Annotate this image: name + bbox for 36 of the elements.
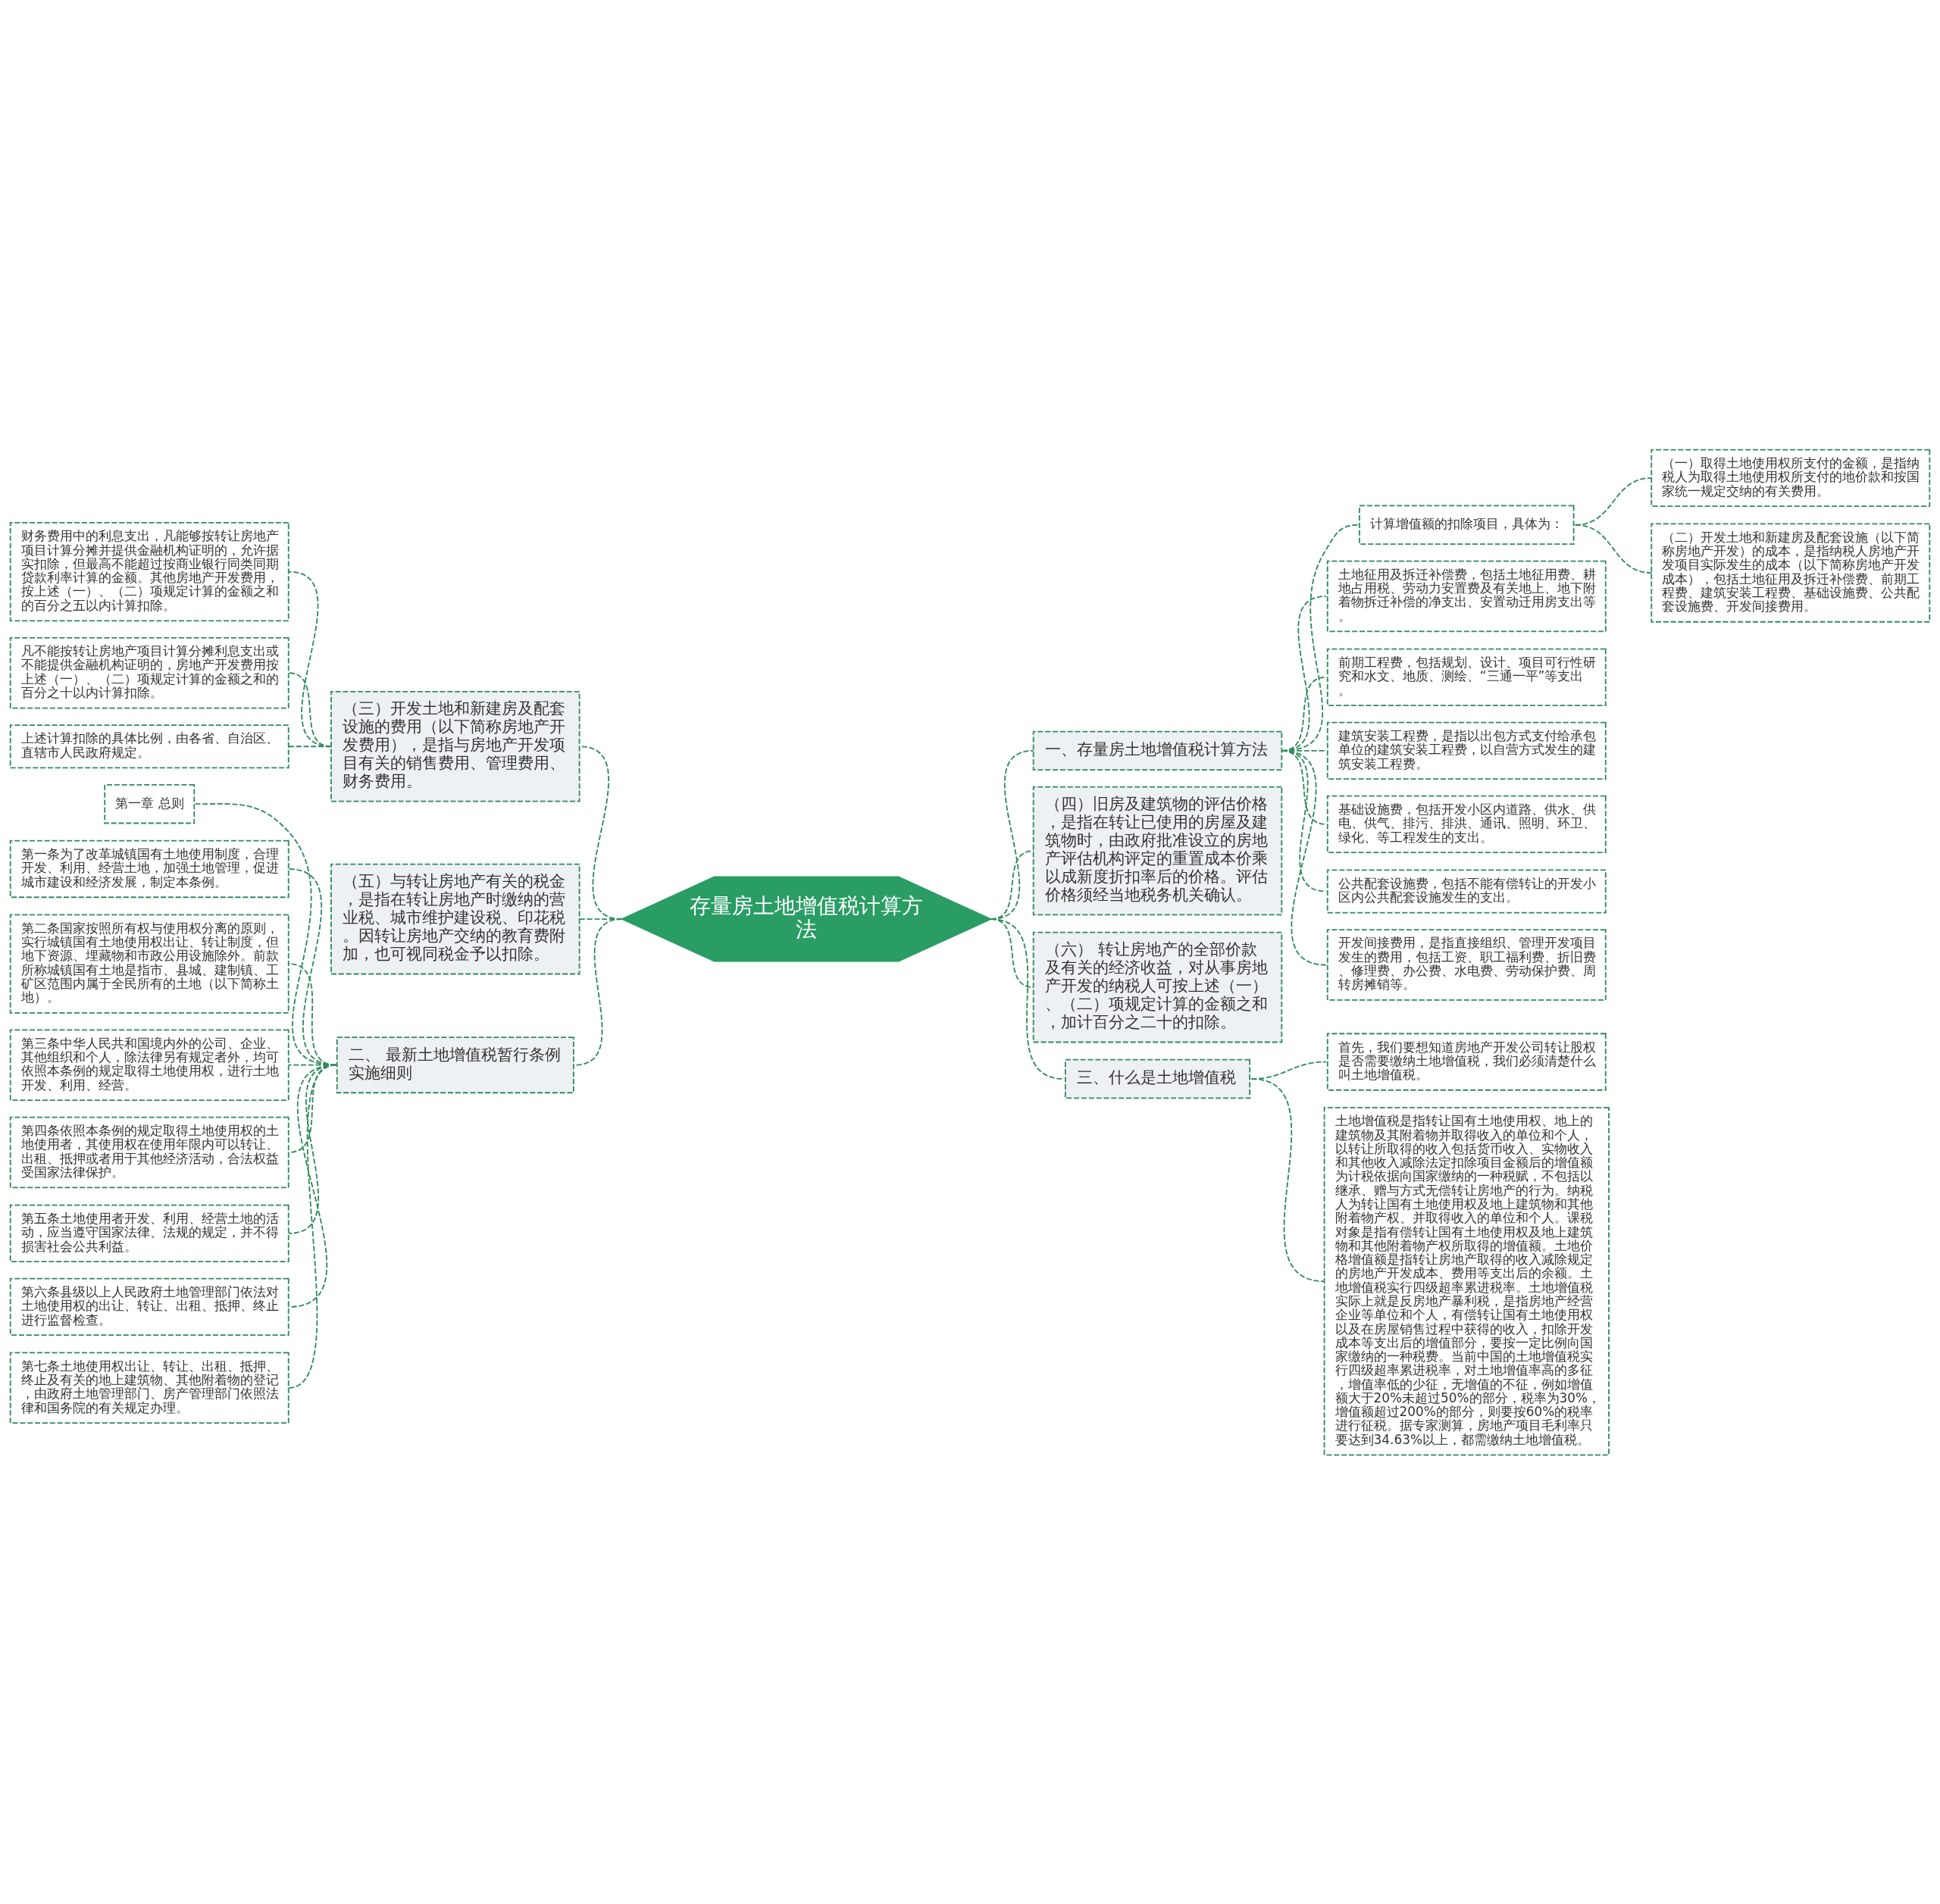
connector — [287, 745, 332, 747]
node-box: 一、存量房土地增值税计算方法 — [1032, 730, 1283, 771]
node-box: 首先，我们要想知道房地产开发公司转让股权是否需要缴纳土地增值税，我们必须清楚什么叫土地增值税。 — [1326, 1032, 1607, 1091]
node-box: 开发间接费用，是指直接组织、管理开发项目发生的费用，包括工资、职工福利费、折旧费、修理费、办公费、水电费、劳动保护费、周转房摊销等。 — [1326, 928, 1607, 1001]
node-box: （一）取得土地使用权所支付的金额，是指纳税人为取得土地使用权所支付的地价款和按国家统一规定交纳的有关费用。 — [1651, 449, 1931, 507]
node-box: （二）开发土地和新建房及配套设施（以下简称房地产开发）的成本，是指纳税人房地产开发项目实际发生的成本（以下简称房地产开发成本），包括土地征用及拆迁补偿费、前期工程费、建筑安装工程费、基础设施费、公共配套设施费、开发间接费用。 — [1651, 522, 1931, 623]
node-box: 基础设施费，包括开发小区内道路、供水、供电、供气、排污、排洪、通讯、照明、环卫、绿化、等工程发生的支出。 — [1326, 795, 1607, 853]
node-box: 三、什么是土地增值税 — [1064, 1058, 1251, 1099]
connector — [1574, 524, 1653, 574]
node-box: 第六条县级以上人民政府土地管理部门依法对土地使用权的出让、转让、出租、抵押、终止进行监督检查。 — [9, 1277, 289, 1336]
connector — [287, 671, 332, 747]
node-box: 凡不能按转让房地产项目计算分摊利息支出或不能提供金融机构证明的，房地产开发费用按上述（一）、（二）项规定计算的金额之和的百分之十以内计算扣除。 — [9, 636, 289, 709]
node-box: 计算增值额的扣除项目，具体为： — [1359, 505, 1575, 545]
node-box: 第四条依照本条例的规定取得土地使用权的土地使用者，其使用权在使用年限内可以转让、出租、抵押或者用于其他经济活动，合法权益受国家法律保护。 — [9, 1116, 289, 1188]
node-box: 第二条国家按照所有权与使用权分离的原则，实行城镇国有土地使用权出让、转让制度，但地下资源、埋藏物和市政公用设施除外。前款所称城镇国有土地是指市、县城、建制镇、工矿区范围内属于全民所有的土地（以下简称土地）。 — [9, 914, 289, 1014]
node-box: 建筑安装工程费，是指以出包方式支付给承包单位的建筑安装工程费，以自营方式发生的建筑安装工程费。 — [1326, 721, 1607, 780]
node-box: 第一条为了改革城镇国有土地使用制度，合理开发、利用、经营土地，加强土地管理，促进城市建设和经济发展，制定本条例。 — [9, 839, 289, 898]
node-box: 第五条土地使用者开发、利用、经营土地的活动，应当遵守国家法律、法规的规定，并不得损害社会公共利益。 — [9, 1204, 289, 1262]
connector — [1281, 749, 1327, 965]
node-box: （四）旧房及建筑物的评估价格，是指在转让已使用的房屋及建筑物时，由政府批准设立的房地产评估机构评定的重置成本价乘以成新度折扣率后的价格。评估价格须经当地税务机关确认。 — [1032, 786, 1283, 915]
node-box: 财务费用中的利息支出，凡能够按转让房地产项目计算分摊并提供金融机构证明的，允许据实扣除，但最高不能超过按商业银行同类同期贷款利率计算的金额。其他房地产开发费用，按上述（一）、（二）项规定计算的金额之和的百分之五以内计算扣除。 — [9, 521, 289, 621]
node-box: 第三条中华人民共和国境内外的公司、企业、其他组织和个人，除法律另有规定者外，均可依照本条例的规定取得土地使用权，进行土地开发、利用、经营。 — [9, 1028, 289, 1101]
node-box: 上述计算扣除的具体比例，由各省、自治区、直辖市人民政府规定。 — [9, 724, 289, 768]
node-box: 公共配套设施费，包括不能有偿转让的开发小区内公共配套设施发生的支出。 — [1326, 868, 1607, 914]
node-box: 土地增值税是指转让国有土地使用权、地上的建筑物及其附着物并取得收入的单位和个人，以转让所取得的收入包括货币收入、实物收入和其他收入减除法定扣除项目金额后的增值额为计税依据向国家缴纳的一种税赋，不包括以继承、赠与方式无偿转让房地产的行为。纳税人为转让国有土地使用权及地上建筑物和其他附着物产权、并取得收入的单位和个人。课税对象是指有偿转让国有土地使用权及地上建筑物和其他附着物产权所取得的增值额。土地价格增值额是指转让房地产取得的收入减除规定的房地产开发成本、费用等支出后的余额。土地增值税实行四级超率累进税率。土地增值税实际上就是反房地产暴利税，是指房地产经营企业等单位和个人，有偿转让国有土地使用权以及在房屋销售过程中获得的收入，扣除开发成本等支出后的增值部分，要按一定比例向国家缴纳的一种税费。当前中国的土地增值税实行四级超率累进税率，对土地增值率高的多征，增值率低的少征，无增值的不征，例如增值额大于20%未超过50%的部分，税率为30%，增值额超过200%的部分，则要按60%的税率进行征税。据专家测算，房地产项目毛利率只要达到34.63%以上，都需缴纳土地增值税。 — [1323, 1106, 1610, 1455]
node-box: （五）与转让房地产有关的税金，是指在转让房地产时缴纳的营业税、城市维护建设税、印花税。因转让房地产交纳的教育费附加，也可视同税金予以扣除。 — [330, 863, 580, 974]
node-box: （六） 转让房地产的全部价款及有关的经济收益，对从事房地产开发的纳税人可按上述（一）、（二）项规定计算的金额之和，加计百分之二十的扣除。 — [1032, 931, 1283, 1043]
connector — [287, 1064, 337, 1389]
node-box: 第一章 总则 — [104, 783, 196, 824]
node-box: 二、 最新土地增值税暂行条例实施细则 — [336, 1036, 574, 1093]
connector — [287, 571, 332, 747]
node-box: 前期工程费，包括规划、设计、项目可行性研究和水文、地质、测绘、“三通一平”等支出。 — [1326, 648, 1607, 706]
node-box: 土地征用及拆迁补偿费，包括土地征用费、耕地占用税、劳动力安置费及有关地上、地下附着物拆迁补偿的净支出、安置动迁用房支出等。 — [1326, 560, 1607, 632]
node-box: 第七条土地使用权出让、转让、出租、抵押、终止及有关的地上建筑物、其他附着物的登记，由政府土地管理部门、房产管理部门依照法律和国务院的有关规定办理。 — [9, 1351, 289, 1424]
connector — [1250, 1077, 1325, 1282]
node-box: （三）开发土地和新建房及配套设施的费用（以下简称房地产开发费用），是指与房地产开发项目有关的销售费用、管理费用、财务费用。 — [330, 690, 580, 802]
